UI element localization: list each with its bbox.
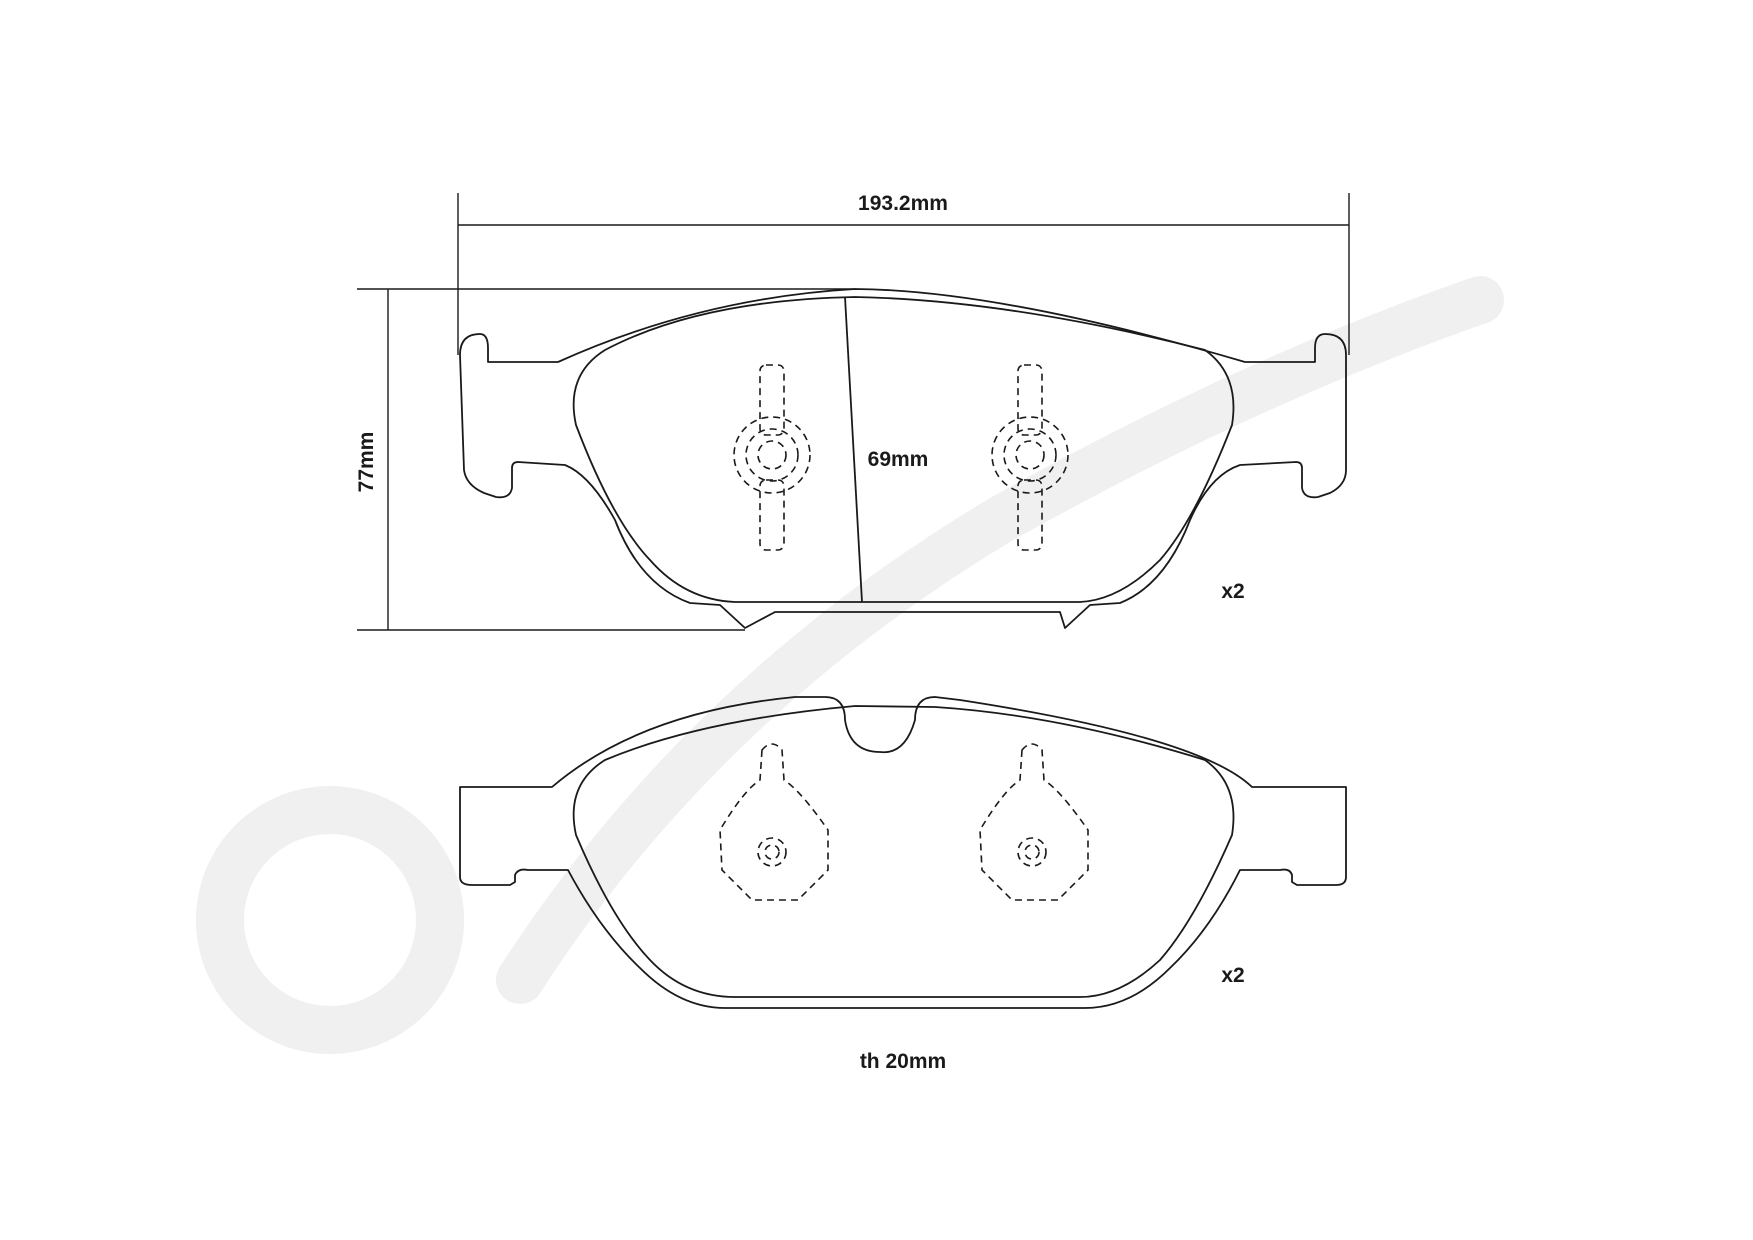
watermark-logo	[196, 276, 1504, 1054]
top-pad-quantity: x2	[1221, 580, 1244, 603]
width-label: 193.2mm	[858, 192, 948, 215]
bottom-pad-backplate	[459, 696, 1347, 1009]
height-dimension: 77mm	[355, 288, 855, 631]
bottom-pad-right-clip	[979, 743, 1089, 901]
top-pad-friction-material	[572, 296, 1235, 603]
bottom-pad-quantity: x2	[1221, 964, 1244, 987]
top-pad-right-clip	[991, 364, 1069, 551]
top-brake-pad: 69mm x2	[459, 288, 1347, 629]
top-pad-left-clip	[733, 364, 811, 551]
thickness-label: th 20mm	[860, 1050, 946, 1073]
bottom-pad-friction-material	[572, 705, 1235, 998]
height-label: 77mm	[355, 432, 378, 493]
inner-height-label: 69mm	[868, 448, 929, 471]
bottom-brake-pad: x2	[459, 696, 1347, 1009]
width-dimension: 193.2mm	[457, 192, 1350, 355]
top-pad-inner-height-line	[844, 296, 863, 603]
bottom-pad-left-clip	[719, 743, 829, 901]
top-pad-backplate	[459, 288, 1347, 629]
